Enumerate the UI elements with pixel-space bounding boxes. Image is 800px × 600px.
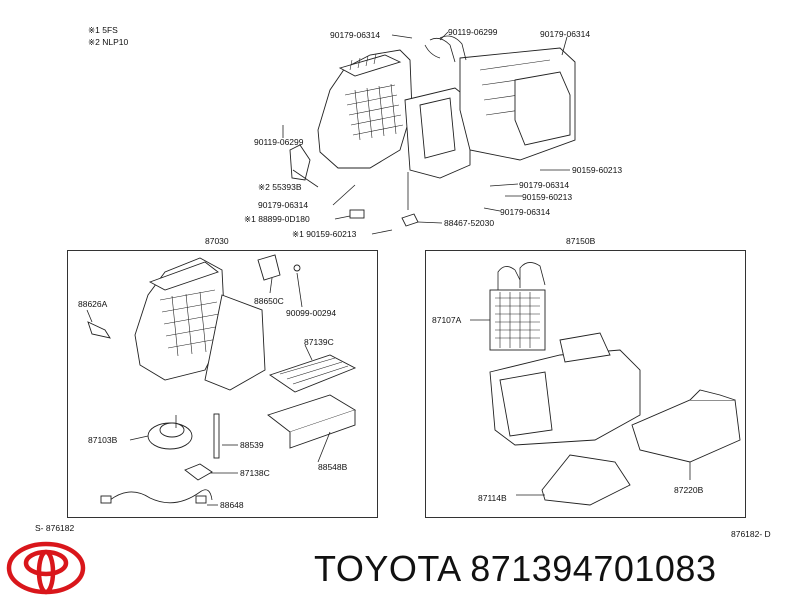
part-label: 90159-60213	[522, 192, 573, 202]
part-label: 87103B	[88, 435, 118, 445]
part-label: 88539	[240, 440, 264, 450]
diagram-code-left: S- 876182	[35, 523, 75, 533]
right-leader-lines	[470, 319, 691, 496]
part-label: 90159-60213	[572, 165, 623, 175]
part-label: 90119-06299	[448, 27, 498, 37]
top-leader-lines	[282, 31, 570, 235]
note-2: ※2 NLP10	[88, 37, 129, 47]
part-label: 87114B	[478, 493, 507, 503]
part-label: 87220B	[674, 485, 704, 495]
right-box-parts	[489, 262, 741, 506]
part-label: 88467-52030	[444, 218, 495, 228]
part-label: 90099-00294	[286, 308, 337, 318]
diagram-code-right: 876182- D	[731, 529, 771, 539]
right-box-frame	[425, 250, 746, 518]
part-label: 90179-06314	[519, 180, 570, 190]
left-box-title: 87030	[205, 236, 229, 246]
part-label: 90179-06314	[500, 207, 551, 217]
part-label: 88648	[220, 500, 244, 510]
model-notes: ※1 5FS ※2 NLP10	[88, 24, 128, 48]
part-label: 90119-06299	[254, 137, 304, 147]
part-label: 87139C	[304, 337, 334, 347]
part-label: ※1 90159-60213	[292, 229, 357, 239]
note-1: ※1 5FS	[88, 25, 118, 35]
part-label: 90179-06314	[258, 200, 309, 210]
part-label: 88626A	[78, 299, 108, 309]
part-label: 88548B	[318, 462, 348, 472]
part-label: 90179-06314	[540, 29, 591, 39]
part-label: 87138C	[240, 468, 270, 478]
left-box-parts	[87, 254, 357, 504]
part-label: 88650C	[254, 296, 284, 306]
part-label: 87107A	[432, 315, 462, 325]
right-box-title: 87150B	[566, 236, 596, 246]
part-label: ※2 55393B	[258, 182, 302, 192]
footer-part-title: TOYOTA 871394701083	[314, 548, 717, 589]
part-label: 90179-06314	[330, 30, 381, 40]
toyota-logo	[6, 541, 86, 595]
top-heater-assembly	[289, 35, 576, 227]
left-leader-lines	[86, 272, 331, 506]
part-label: ※1 88899-0D180	[244, 214, 310, 224]
left-box-frame	[67, 250, 378, 518]
